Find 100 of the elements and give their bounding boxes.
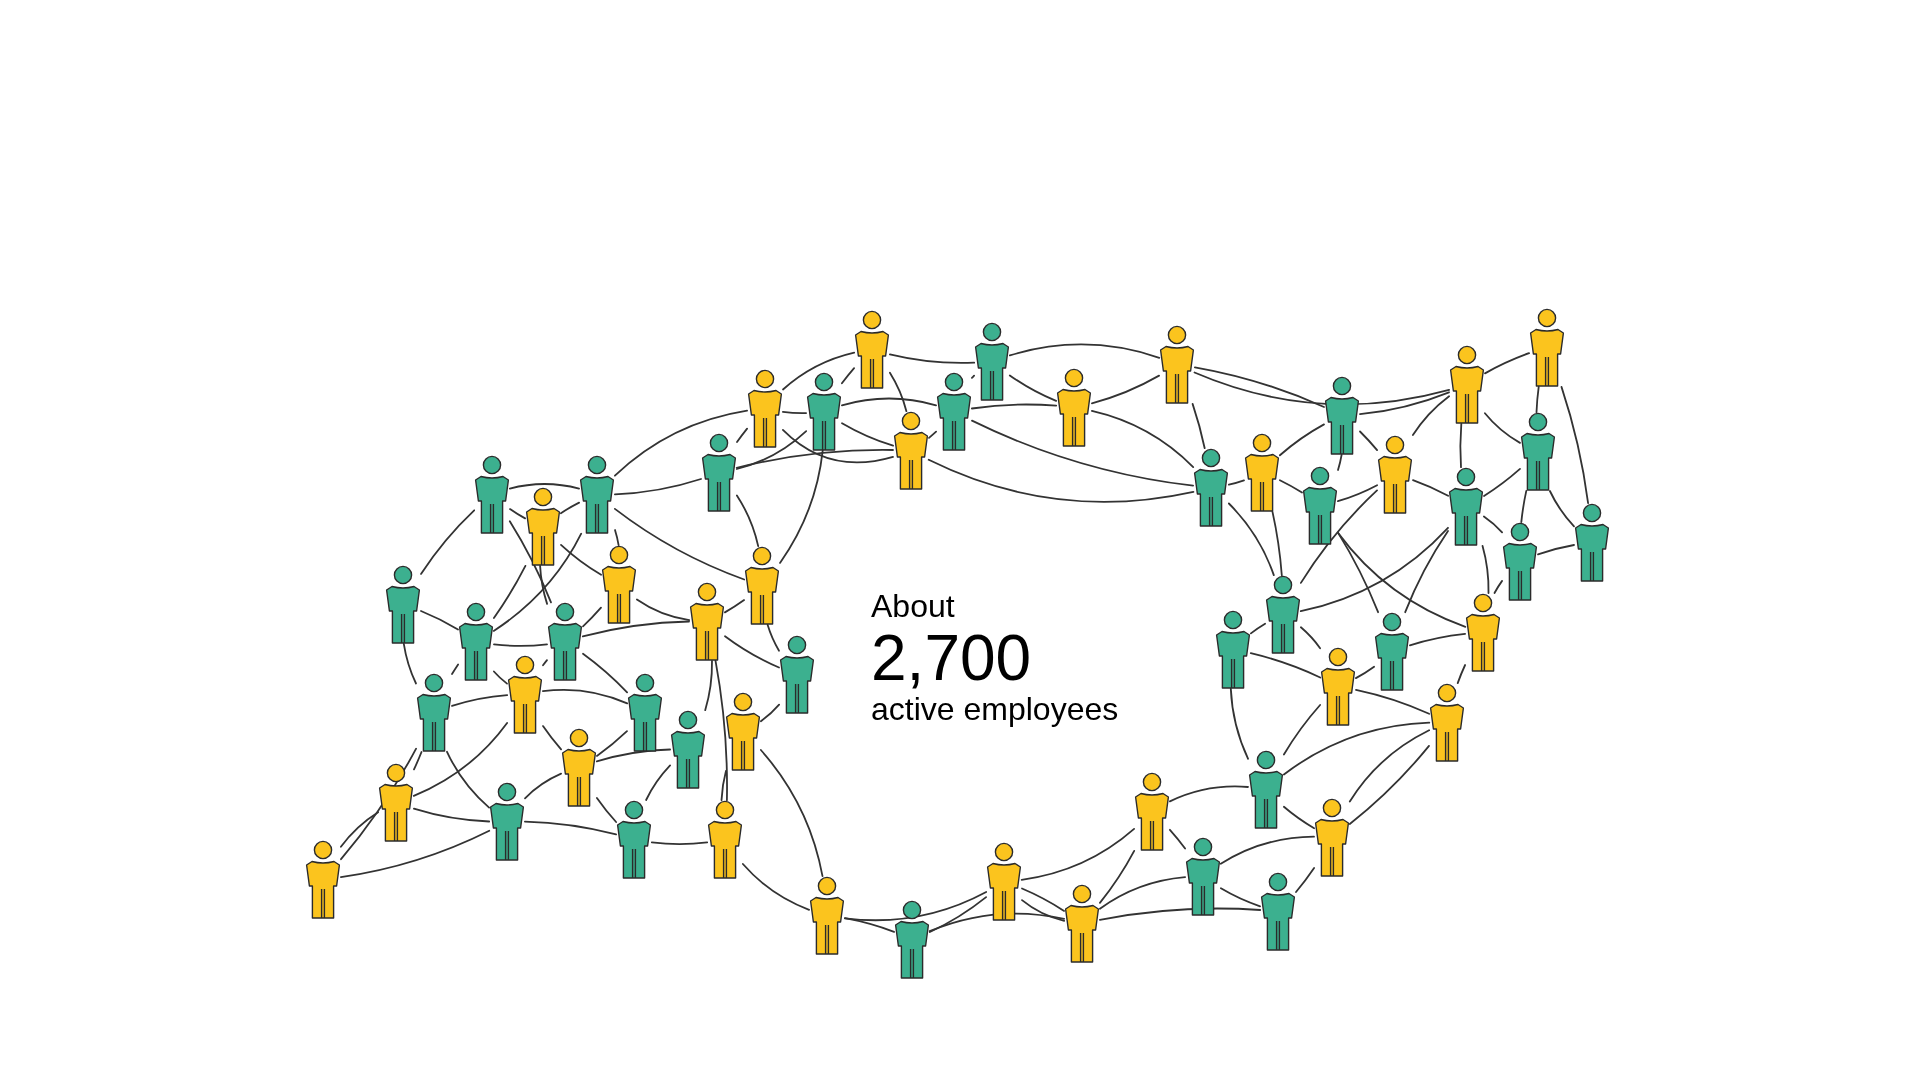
connector-line (736, 494, 760, 547)
connector-line (1337, 484, 1378, 503)
connector-line (1271, 511, 1283, 577)
person-icon (1215, 610, 1251, 689)
connector-line (1021, 899, 1066, 922)
connector-line (841, 367, 855, 385)
person-icon (1134, 772, 1170, 851)
connector-line (1359, 430, 1378, 451)
connector-line (493, 670, 508, 685)
connector-line (742, 863, 810, 911)
person-icon (1429, 683, 1465, 762)
connector-line (1409, 633, 1466, 647)
connector-line (1355, 689, 1430, 715)
person-icon (547, 602, 583, 681)
connector-line (1483, 515, 1503, 534)
connector-line (539, 565, 548, 605)
connector-line (560, 501, 580, 515)
connector-line (1009, 343, 1161, 359)
person-icon (627, 673, 663, 752)
person-icon (725, 692, 761, 771)
connector-line (779, 449, 824, 564)
connector-line (1008, 374, 1057, 402)
connector-line (1219, 835, 1315, 865)
person-icon (489, 782, 525, 861)
connector-line (841, 422, 894, 447)
connector-line (1099, 850, 1136, 904)
person-icon (601, 545, 637, 624)
connector-line (971, 403, 1058, 410)
connector-line (1348, 729, 1430, 803)
connector-line (1169, 828, 1186, 850)
connector-line (1021, 887, 1065, 912)
connector-line (1535, 385, 1540, 414)
person-icon (893, 411, 929, 490)
connector-line (927, 458, 1195, 503)
connector-line (1283, 721, 1431, 776)
person-icon (1260, 872, 1296, 951)
connector-line (1412, 395, 1450, 436)
connector-line (1549, 490, 1575, 528)
connector-line (929, 896, 987, 933)
person-icon (670, 710, 706, 789)
connector-line (1404, 530, 1449, 614)
connector-line (971, 419, 1194, 487)
connector-line (1355, 665, 1375, 679)
person-icon (689, 582, 725, 661)
connector-line (1337, 532, 1467, 628)
connector-line (492, 532, 583, 632)
person-icon (1374, 612, 1410, 691)
connector-line (1249, 652, 1322, 679)
connector-line (736, 430, 808, 470)
person-icon (744, 546, 780, 625)
person-icon (747, 369, 783, 448)
person-icon (616, 800, 652, 879)
connector-line (614, 478, 702, 496)
person-icon (1465, 593, 1501, 672)
connector-line (509, 508, 526, 520)
person-icon (1320, 647, 1356, 726)
person-icon (854, 310, 890, 389)
connector-line (1191, 403, 1206, 450)
connector-line (1091, 374, 1160, 405)
person-icon (579, 455, 615, 534)
headline-number: 2,700 (871, 625, 1032, 691)
person-icon (305, 840, 341, 919)
connector-line (724, 599, 745, 614)
connector-line (1295, 867, 1315, 893)
connector-line (1560, 386, 1589, 504)
person-icon (1185, 837, 1221, 916)
person-icon (1248, 750, 1284, 829)
connector-line (1099, 876, 1186, 910)
person-icon (458, 602, 494, 681)
connector-line (736, 427, 748, 443)
connector-line (340, 829, 491, 879)
connector-line (508, 483, 580, 490)
intro-label: About (871, 588, 955, 625)
person-icon (525, 487, 561, 566)
connector-line (1020, 828, 1135, 881)
connector-line (1279, 479, 1303, 494)
connector-line (614, 529, 620, 546)
person-icon (1574, 503, 1610, 582)
connector-line (412, 722, 508, 797)
connector-line (1412, 479, 1449, 497)
connector-line (971, 374, 975, 379)
person-icon (701, 433, 737, 512)
connector-line (928, 430, 937, 439)
connector-line (720, 769, 727, 801)
person-icon (561, 728, 597, 807)
connector-line (596, 797, 617, 823)
connector-line (542, 688, 629, 705)
connector-line (1300, 489, 1378, 584)
connector-line (1537, 544, 1575, 556)
connector-line (782, 429, 894, 464)
connector-line (413, 751, 423, 771)
person-icon (1448, 467, 1484, 546)
connector-line (766, 623, 780, 652)
person-icon (416, 673, 452, 752)
connector-line (1228, 479, 1245, 486)
connector-line (1459, 423, 1463, 469)
connector-line (1520, 490, 1528, 524)
person-icon (1244, 433, 1280, 512)
person-icon (1502, 522, 1538, 601)
connector-line (1483, 468, 1521, 497)
